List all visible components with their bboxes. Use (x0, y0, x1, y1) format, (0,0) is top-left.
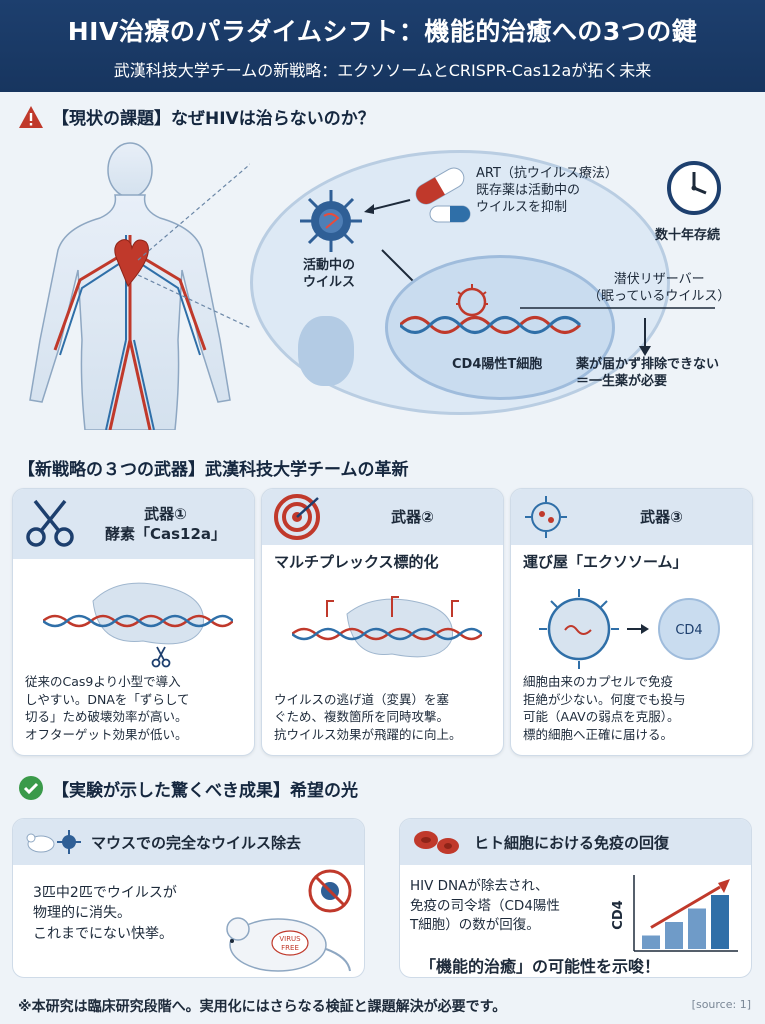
art-label-line2: 既存薬は活動中の (476, 182, 581, 198)
result-mouse-text: 3匹中2匹でウイルスが 物理的に消失。 これまでにない快挙。 (33, 883, 177, 944)
result-mouse-text-line1: 3匹中2匹でウイルスが (33, 885, 177, 901)
weapon-1-description: 従来のCas9より小型で導入 しやすい。DNAを「ずらして 切る」ため破壊効率が… (25, 673, 244, 743)
weapon-3-text-line4: 標的細胞へ正確に届ける。 (523, 726, 674, 742)
art-label-line1: ART（抗ウイルス療法） (476, 166, 618, 181)
art-label-line3: ウイルスを抑制 (476, 199, 568, 215)
weapon-2-description: ウイルスの逃げ道（変異）を塞 ぐため、複数箇所を同時攻撃。 抗ウイルス効果が飛躍… (274, 691, 493, 744)
result-human-text-line1: HIV DNAが除去され、 (410, 878, 549, 894)
weapon-card-3-header: 武器③ (511, 489, 752, 545)
result-mouse-text-line2: 物理的に消失。 (33, 905, 131, 922)
check-circle-icon (19, 776, 43, 800)
active-virus-label-line2: ウイルス (303, 274, 356, 290)
result-card-human-header: ヒト細胞における免疫の回復 (400, 819, 751, 865)
weapon-3-text-line2: 拒絶が少ない。何度でも投与 (523, 691, 686, 707)
weapon-2-title: 武器② (391, 507, 434, 526)
cd4-trend-arrowhead (718, 879, 730, 893)
cd4-bar-2 (665, 922, 683, 949)
weapon-1-text-line3: 切る」ため破壊効率が高い。 (25, 709, 188, 724)
weapon-3-text-line3: 可能（AAVの弱点を克服）。 (523, 709, 680, 724)
weapon-1-text-line1: 従来のCas9より小型で導入 (25, 674, 181, 689)
weapon-2-subtitle: マルチプレックス標的化 (274, 553, 439, 571)
section-results-title: 【実験が示した驚くべき成果】希望の光 (52, 780, 358, 801)
result-human-text: HIV DNAが除去され、 免疫の司令塔（CD4陽性 T細胞）の数が回復。 (410, 877, 560, 936)
cd4-bar-3 (688, 908, 706, 949)
human-body-illustration (29, 142, 250, 430)
virus-free-mouse-illustration: VIRUS FREE (226, 869, 352, 972)
source-citation: [source: 1] (691, 998, 751, 1011)
reservoir-label-line1: 潜伏リザーバー (613, 272, 705, 287)
consequence-label-line2: ＝一生薬が必要 (576, 373, 668, 389)
header-banner: HIV治療のパラダイムシフト：機能的治癒への3つの鍵 武漢科技大学チームの新戦略… (0, 0, 765, 92)
cas12a-dna-illustration (43, 582, 233, 668)
cd4-cell-target-label: CD4 (675, 623, 702, 638)
weapon-card-2-header: 武器② (262, 489, 503, 545)
art-label: ART（抗ウイルス療法） 既存薬は活動中の ウイルスを抑制 (476, 166, 618, 217)
weapon-2-text-line2: ぐため、複数箇所を同時攻撃。 (274, 709, 450, 724)
warning-icon (19, 105, 43, 128)
section-strategy-heading: 【新戦略の３つの武器】武漢科技大学チームの革新 (18, 455, 409, 480)
exosome-icon (525, 496, 567, 538)
pill-icon (415, 167, 471, 223)
arrow-pill-to-virus (364, 199, 411, 214)
cd4-cell-label: CD4陽性T細胞 (452, 357, 543, 372)
weapon-3-text-line1: 細胞由来のカプセルで免疫 (523, 674, 674, 689)
reservoir-label: 潜伏リザーバー （眠っているウイルス） (588, 272, 730, 306)
consequence-label: 薬が届かず排除できない ＝一生薬が必要 (576, 357, 719, 391)
weapon-card-3: 武器③ 運び屋「エクソソーム」 CD4 細胞由来のカプセルで免疫 拒絶が少ない。… (510, 488, 753, 756)
result-mouse-title: マウスでの完全なウイルス除去 (91, 833, 302, 852)
multiplex-dna-illustration (292, 596, 482, 658)
cd4-recovery-chart: CD4 (612, 875, 738, 952)
integrated-dna-illustration (400, 284, 582, 334)
section-strategy-title: 【新戦略の３つの武器】武漢科技大学チームの革新 (18, 460, 409, 480)
mouse-and-virus-icon (26, 830, 81, 854)
weapon-3-subtitle: 運び屋「エクソソーム」 (523, 553, 688, 571)
consequence-label-line1: 薬が届かず排除できない (576, 357, 720, 372)
active-virus-label: 活動中の ウイルス (303, 258, 355, 292)
weapon-1-text-line2: しやすい。DNAを「ずらして (25, 691, 190, 707)
result-human-title: ヒト細胞における免疫の回復 (474, 833, 670, 852)
weapon-2-text-line3: 抗ウイルス効果が飛躍的に向上。 (274, 726, 462, 742)
reservoir-pointer (520, 307, 715, 356)
page-title: HIV治療のパラダイムシフト：機能的治癒への3つの鍵 (67, 17, 698, 46)
weapon-1-title: 武器① (144, 504, 187, 523)
weapon-2-text-line1: ウイルスの逃げ道（変異）を塞 (274, 691, 450, 707)
exosome-delivery-illustration: CD4 (539, 589, 720, 669)
weapon-1-text-line4: オフターゲット効果が低い。 (25, 726, 188, 742)
scissors-icon (26, 499, 74, 547)
result-human-text-line2: 免疫の司令塔（CD4陽性 (410, 897, 560, 914)
active-virus-icon (300, 190, 362, 252)
clock-icon (667, 161, 721, 215)
result-card-human-cells: ヒト細胞における免疫の回復 HIV DNAが除去され、 免疫の司令塔（CD4陽性… (399, 818, 752, 978)
result-card-mouse: マウスでの完全なウイルス除去 3匹中2匹でウイルスが 物理的に消失。 これまでに… (12, 818, 365, 978)
weapon-card-1-header: 武器① 酵素「Cas12a」 (13, 489, 254, 559)
cd4-bar-4 (711, 895, 729, 949)
weapon-card-1: 武器① 酵素「Cas12a」 従来のCas9より小型で導入 しやすい。DNAを「… (12, 488, 255, 756)
weapon-3-title: 武器③ (640, 507, 683, 526)
result-mouse-text-line3: これまでにない快挙。 (33, 925, 173, 942)
cd4-axis-label: CD4 (612, 900, 626, 929)
result-human-text-line3: T細胞）の数が回復。 (410, 917, 540, 934)
page-subtitle: 武漢科技大学チームの新戦略：エクソソームとCRISPR-Cas12aが拓く未来 (113, 61, 652, 80)
red-blood-cells-icon (414, 831, 459, 854)
nucleus-shape (298, 316, 354, 386)
active-virus-label-line1: 活動中の (303, 258, 356, 273)
reservoir-label-line2: （眠っているウイルス） (588, 288, 731, 304)
footer-note: ※本研究は臨床研究段階へ。実用化にはさらなる検証と課題解決が必要です。 (18, 999, 507, 1015)
virus-free-badge-line1: VIRUS (279, 935, 301, 943)
cd4-bar-1 (642, 935, 660, 949)
target-icon (274, 494, 320, 540)
section-issue-heading: 【現状の課題】なぜHIVは治らないのか？ (18, 104, 375, 129)
clock-label: 数十年存続 (655, 228, 721, 243)
functional-cure-highlight: 「機能的治癒」の可能性を示唆！ (420, 957, 661, 976)
virus-free-badge-line2: FREE (281, 944, 299, 952)
weapon-1-name: 酵素「Cas12a」 (104, 525, 227, 543)
section-issue-title: 【現状の課題】なぜHIVは治らないのか？ (52, 109, 375, 129)
weapon-3-description: 細胞由来のカプセルで免疫 拒絶が少ない。何度でも投与 可能（AAVの弱点を克服）… (523, 673, 742, 743)
section-results-heading: 【実験が示した驚くべき成果】希望の光 (18, 775, 358, 801)
result-card-mouse-header: マウスでの完全なウイルス除去 (13, 819, 364, 865)
cd4-trend-line (650, 885, 721, 929)
weapon-card-2: 武器② マルチプレックス標的化 ウイルスの逃げ道（変異）を塞 ぐため、複数箇所を… (261, 488, 504, 756)
